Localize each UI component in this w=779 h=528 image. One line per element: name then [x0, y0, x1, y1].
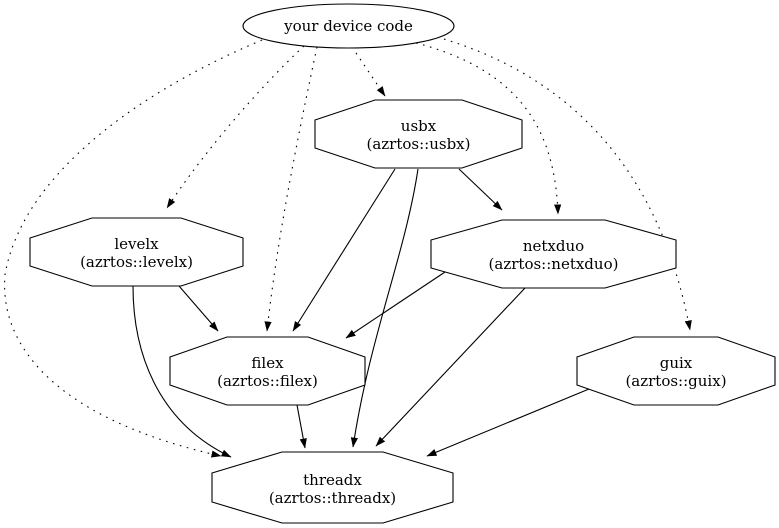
node-usbx-shape — [314, 99, 523, 169]
node-device: your device code — [242, 3, 455, 49]
node-threadx-sublabel: (azrtos::threadx) — [269, 489, 396, 507]
edge-levelx-filex — [178, 285, 219, 332]
node-threadx-label: threadx — [303, 471, 362, 489]
node-filex: filex (azrtos::filex) — [169, 336, 366, 406]
node-levelx-label: levelx — [114, 235, 159, 253]
edge-usbx-threadx — [350, 168, 419, 448]
node-filex-sublabel: (azrtos::filex) — [217, 372, 318, 390]
edge-filex-threadx — [296, 404, 307, 449]
node-levelx: levelx (azrtos::levelx) — [29, 217, 244, 287]
edge-device-threadx — [4, 39, 263, 458]
edge-device-usbx — [351, 46, 386, 97]
node-filex-shape — [169, 336, 366, 406]
node-threadx-shape — [211, 451, 454, 524]
edge-usbx-filex — [292, 168, 396, 332]
node-threadx: threadx (azrtos::threadx) — [211, 451, 454, 524]
node-netxduo-sublabel: (azrtos::netxduo) — [489, 255, 619, 273]
node-levelx-shape — [29, 217, 244, 287]
node-guix: guix (azrtos::guix) — [576, 336, 776, 406]
edge-device-filex — [264, 46, 318, 332]
node-usbx: usbx (azrtos::usbx) — [314, 99, 523, 169]
node-levelx-sublabel: (azrtos::levelx) — [80, 253, 193, 271]
node-netxduo-shape — [430, 219, 677, 289]
edge-netxduo-threadx — [375, 287, 526, 447]
node-guix-label: guix — [660, 354, 693, 372]
edge-levelx-threadx — [132, 285, 232, 458]
node-guix-shape — [576, 336, 776, 406]
node-device-label: your device code — [283, 17, 413, 35]
node-filex-label: filex — [251, 354, 284, 372]
node-netxduo-label: netxduo — [523, 237, 584, 255]
edge-usbx-netxduo — [458, 168, 503, 211]
node-device-shape — [242, 3, 455, 49]
edge-guix-threadx — [426, 388, 590, 457]
edge-netxduo-filex — [345, 271, 446, 339]
node-usbx-sublabel: (azrtos::usbx) — [366, 135, 470, 153]
edge-device-levelx — [166, 45, 305, 209]
node-guix-sublabel: (azrtos::guix) — [625, 372, 726, 390]
node-netxduo: netxduo (azrtos::netxduo) — [430, 219, 677, 289]
node-usbx-label: usbx — [401, 117, 437, 135]
